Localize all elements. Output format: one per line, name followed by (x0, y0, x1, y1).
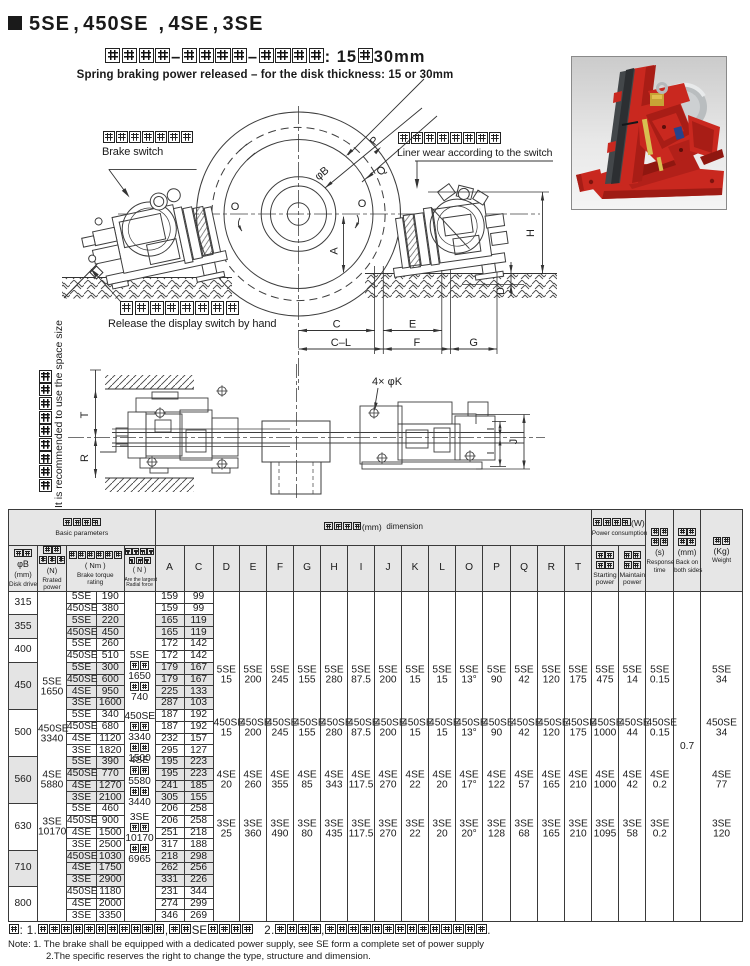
svg-text:I: I (486, 428, 497, 431)
svg-text:R: R (79, 454, 91, 462)
svg-text:E: E (409, 319, 416, 331)
svg-text:J: J (508, 439, 520, 445)
svg-text:Q: Q (374, 164, 389, 179)
svg-text:O: O (358, 198, 367, 210)
svg-text:T: T (79, 411, 91, 418)
svg-text:O: O (231, 201, 240, 213)
svg-text:φB: φB (313, 164, 332, 183)
svg-text:A: A (329, 247, 341, 255)
svg-text:C–L: C–L (331, 337, 351, 349)
svg-text:C: C (333, 319, 341, 331)
svg-text:G: G (469, 337, 478, 349)
svg-text:F: F (414, 337, 421, 349)
svg-text:H: H (525, 229, 537, 237)
svg-text:I: I (486, 452, 497, 455)
svg-text:D: D (495, 287, 507, 295)
svg-text:P: P (368, 134, 382, 147)
svg-text:4× φK: 4× φK (372, 376, 403, 388)
